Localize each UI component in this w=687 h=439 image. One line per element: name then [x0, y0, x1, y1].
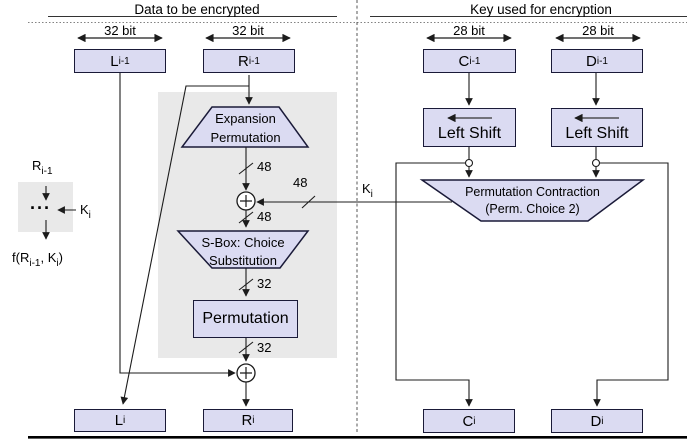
legend-key-subscript: i [88, 210, 91, 221]
legend-output-s1: i-1 [29, 258, 41, 269]
bits-48-expansion-out: 48 [257, 159, 272, 174]
slash-48-xor-out [238, 211, 254, 224]
legend-output-p2: , K [40, 250, 57, 265]
wire-feedback-to-cnext [395, 162, 473, 407]
perm-contraction-line2: (Perm. Choice 2) [485, 202, 580, 216]
expansion-line1: Expansion [215, 111, 276, 126]
register-r-prev-label: R [238, 52, 249, 70]
sbox-label: S-Box: Choice Substitution [178, 234, 308, 269]
bitwidth-label-l: 32 bit [104, 23, 136, 38]
perm-contraction-label: Permutation Contraction (Perm. Choice 2) [422, 184, 643, 218]
bits-32-perm-out: 32 [257, 340, 272, 355]
expansion-permutation-trapezoid [180, 106, 310, 148]
legend-output-label: f(Ri-1, Ki) [12, 250, 63, 269]
register-c-next-subscript: i [473, 415, 476, 427]
legend-input-subscript: i-1 [41, 166, 53, 177]
register-r-prev-subscript: i-1 [248, 55, 260, 67]
slash-32-perm-out [238, 341, 254, 354]
branch-dot-d [591, 158, 601, 168]
register-d-next-subscript: i [601, 415, 604, 427]
register-c-next-label: C [462, 412, 474, 430]
register-l-prev-label: L [110, 52, 119, 70]
left-shift-c-label: Left Shift [437, 125, 502, 142]
bits-32-sbox-out: 32 [257, 276, 272, 291]
branch-dot-c [464, 158, 474, 168]
register-r-next-label: R [241, 412, 253, 429]
key-wire-base: K [362, 181, 371, 196]
legend-key-label: Ki [80, 202, 91, 221]
legend-output-s2: i [56, 258, 59, 269]
legend-output-p3: ) [58, 250, 63, 265]
xor2-icon [236, 363, 256, 383]
legend-input-label: Ri-1 [32, 158, 53, 177]
sbox-trapezoid [176, 230, 310, 269]
register-d-next-label: D [590, 412, 602, 430]
legend-input-base: R [32, 158, 42, 173]
permutation-contraction-trapezoid [419, 179, 646, 222]
expansion-permutation-label: Expansion Permutation [182, 110, 309, 147]
legend-key-base: K [80, 202, 89, 217]
key-wire-label: Ki [362, 181, 373, 200]
xor1-icon [236, 191, 256, 211]
legend-output-p1: f(R [12, 250, 30, 265]
sbox-line1: S-Box: Choice [201, 235, 285, 250]
left-shift-d-block: Left Shift [551, 108, 643, 147]
legend-dots: ··· [30, 198, 51, 218]
register-r-next-subscript: i [252, 415, 255, 426]
bitwidth-label-r: 32 bit [232, 23, 264, 38]
slash-48-expansion [238, 162, 254, 175]
permutation-label: Permutation [202, 310, 289, 327]
perm-contraction-line1: Permutation Contraction [465, 185, 600, 199]
left-shift-d-label: Left Shift [565, 125, 629, 142]
wire-feedback-to-dnext [593, 162, 669, 407]
wire-lprev-to-xor2 [119, 73, 236, 377]
right-section-title: Key used for encryption [470, 2, 612, 17]
bits-48-xor-out: 48 [257, 209, 272, 224]
bitwidth-label-d: 28 bit [582, 23, 614, 38]
bitwidth-label-c: 28 bit [453, 23, 485, 38]
wire-rprev-to-lnext [120, 85, 249, 405]
register-c-prev-subscript: i-1 [469, 55, 481, 67]
expansion-line2: Permutation [210, 129, 281, 145]
sbox-line2: Substitution [209, 252, 277, 268]
left-section-title: Data to be encrypted [134, 2, 260, 17]
register-l-next-subscript: i [123, 415, 126, 426]
slash-48-key [301, 195, 316, 209]
register-d-prev-label: D [586, 52, 597, 70]
register-c-prev-label: C [458, 52, 470, 70]
bits-48-key-in: 48 [293, 175, 308, 190]
key-wire-subscript: i [370, 189, 373, 200]
slash-32-sbox-out [238, 278, 254, 291]
permutation-block: Permutation [193, 300, 298, 338]
register-d-prev-subscript: i-1 [596, 55, 608, 67]
left-shift-c-block: Left Shift [423, 108, 516, 147]
register-l-prev-subscript: i-1 [118, 55, 130, 67]
register-l-next-label: L [114, 412, 124, 429]
